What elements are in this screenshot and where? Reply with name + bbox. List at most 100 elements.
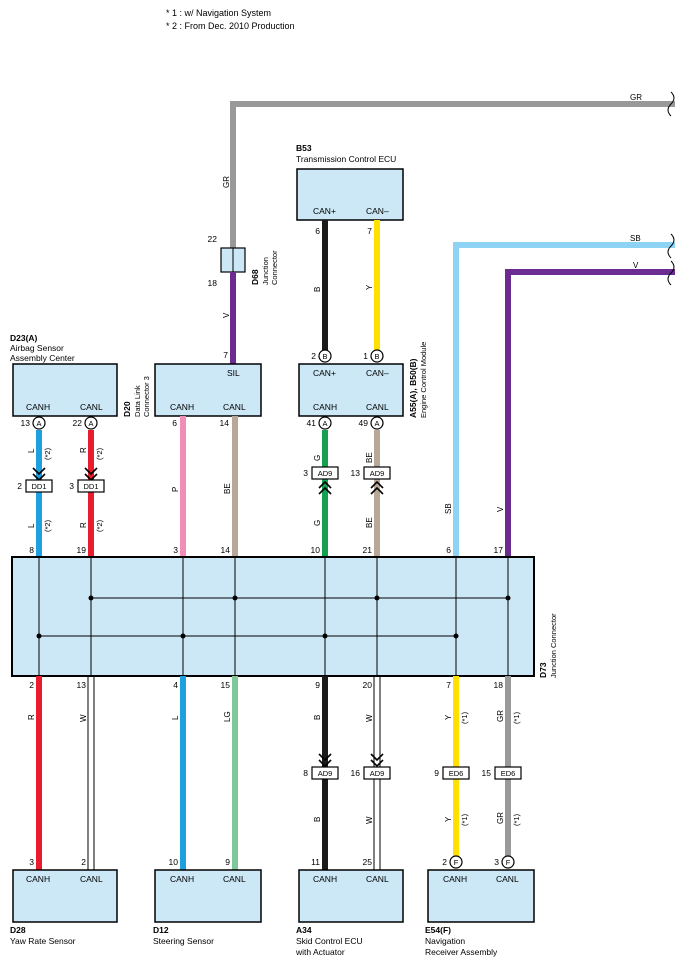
code-v-vert: V bbox=[496, 506, 505, 512]
code-g-up2: G bbox=[313, 520, 322, 526]
code-b-a34-2: B bbox=[313, 817, 322, 822]
svg-text:ED6: ED6 bbox=[501, 769, 516, 778]
pin-d23-13: 13 bbox=[21, 418, 31, 428]
d23-ecu-box bbox=[12, 363, 118, 417]
conn-a-group: A A A A bbox=[32, 416, 384, 430]
svg-text:AD9: AD9 bbox=[318, 469, 333, 478]
d20-name1: Data Link bbox=[133, 385, 142, 417]
d12-pin-canl: CANL bbox=[223, 874, 246, 884]
svg-text:AD9: AD9 bbox=[370, 469, 385, 478]
code-gr-e54-2: GR bbox=[496, 812, 505, 824]
d73-name: Junction Connector bbox=[549, 613, 558, 678]
pin-d73-21: 21 bbox=[363, 545, 373, 555]
pin-d73-18: 18 bbox=[494, 680, 504, 690]
svg-text:A: A bbox=[36, 419, 41, 428]
code-y-top: Y bbox=[365, 284, 374, 290]
code-sb-top: SB bbox=[630, 234, 641, 243]
pin-ed6-9: 9 bbox=[434, 768, 439, 778]
pin-d73-17: 17 bbox=[494, 545, 504, 555]
d28-pin-canh: CANH bbox=[26, 874, 50, 884]
cond-l-up1: (*2) bbox=[43, 447, 52, 460]
d68-code: D68 bbox=[250, 269, 260, 285]
b53-pin-canp: CAN+ bbox=[313, 206, 336, 216]
wire-v-right bbox=[505, 269, 675, 557]
a55-ecu-box bbox=[298, 363, 404, 417]
pin-e54-2: 2 bbox=[442, 857, 447, 867]
d20-pin-sil: SIL bbox=[227, 368, 240, 378]
d28-ecu-box bbox=[12, 869, 118, 923]
d28-name: Yaw Rate Sensor bbox=[10, 936, 76, 946]
d20-pin-canh: CANH bbox=[170, 402, 194, 412]
note-2: * 2 : From Dec. 2010 Production bbox=[166, 21, 295, 31]
pin-ad9-13: 13 bbox=[351, 468, 361, 478]
pin-e54-3: 3 bbox=[494, 857, 499, 867]
cond-r-up2: (*2) bbox=[95, 519, 104, 532]
pin-d73-13: 13 bbox=[77, 680, 87, 690]
d20-ecu-box bbox=[154, 363, 262, 417]
wire-gr-top bbox=[230, 101, 675, 248]
pin-a34-11: 11 bbox=[311, 857, 320, 867]
d73-bus bbox=[36, 557, 511, 676]
svg-text:A: A bbox=[322, 419, 327, 428]
pin-ad9-8: 8 bbox=[303, 768, 308, 778]
pin-d73-8: 8 bbox=[29, 545, 34, 555]
d68-name2: Connector bbox=[270, 250, 279, 285]
code-l-d12: L bbox=[171, 715, 180, 720]
code-be-up1: BE bbox=[365, 452, 374, 463]
conn-b-2 bbox=[370, 349, 384, 363]
svg-text:ED6: ED6 bbox=[449, 769, 464, 778]
code-b-top: B bbox=[313, 287, 322, 292]
d28-code: D28 bbox=[10, 925, 26, 935]
pin-d73-15: 15 bbox=[221, 680, 231, 690]
conn-dd1-group: DD1 DD1 bbox=[25, 467, 105, 493]
a34-code: A34 bbox=[296, 925, 312, 935]
code-r-up1: R bbox=[79, 447, 88, 453]
pin-d68-22: 22 bbox=[208, 234, 218, 244]
wire-break-gr bbox=[667, 91, 675, 117]
wire-break-sb bbox=[667, 233, 675, 259]
pin-a55-49: 49 bbox=[359, 418, 369, 428]
a55-pin-canm: CAN– bbox=[366, 368, 389, 378]
pin-d73-14: 14 bbox=[221, 545, 231, 555]
svg-text:F: F bbox=[454, 858, 459, 867]
code-v-sil: V bbox=[222, 312, 231, 318]
pin-d73-20: 20 bbox=[363, 680, 373, 690]
d12-pin-canh: CANH bbox=[170, 874, 194, 884]
e54-name1: Navigation bbox=[425, 936, 465, 946]
pin-d28-2: 2 bbox=[81, 857, 86, 867]
cond-l-up2: (*2) bbox=[43, 519, 52, 532]
code-y-e54-2: Y bbox=[444, 816, 453, 822]
a34-name2: with Actuator bbox=[295, 947, 345, 957]
d28-pin-canl: CANL bbox=[80, 874, 103, 884]
conn-b-1 bbox=[318, 349, 332, 363]
code-l-up2: L bbox=[27, 523, 36, 528]
pin-d73-4: 4 bbox=[173, 680, 178, 690]
pin-ed6-15: 15 bbox=[482, 768, 492, 778]
cond-r-up1: (*2) bbox=[95, 447, 104, 460]
e54-code: E54(F) bbox=[425, 925, 451, 935]
pin-b53-7: 7 bbox=[367, 226, 372, 236]
pin-d12-9: 9 bbox=[225, 857, 230, 867]
pin-a55-2: 2 bbox=[311, 351, 316, 361]
pin-d20-7: 7 bbox=[223, 350, 228, 360]
conn-f-group: F F bbox=[449, 855, 515, 869]
pin-d73-3: 3 bbox=[173, 545, 178, 555]
cond-gr-e54-1: (*1) bbox=[512, 711, 521, 724]
conn-ad9-upper: AD9 AD9 bbox=[311, 466, 391, 495]
pin-ad9-3: 3 bbox=[303, 468, 308, 478]
a55-code: A55(A), B50(B) bbox=[408, 358, 418, 418]
b53-name: Transmission Control ECU bbox=[296, 154, 396, 164]
pin-d73-6: 6 bbox=[446, 545, 451, 555]
code-w-a34-2: W bbox=[365, 816, 374, 824]
code-b-a34-1: B bbox=[313, 715, 322, 720]
code-g-up1: G bbox=[313, 455, 322, 461]
a34-pin-canh: CANH bbox=[313, 874, 337, 884]
pin-a55-1: 1 bbox=[363, 351, 368, 361]
cond-y-e54-1: (*1) bbox=[460, 711, 469, 724]
d23-name2: Assembly Center bbox=[10, 353, 75, 363]
code-l-up1: L bbox=[27, 448, 36, 453]
a55-pin-canh: CANH bbox=[313, 402, 337, 412]
d12-ecu-box bbox=[154, 869, 262, 923]
svg-text:AD9: AD9 bbox=[370, 769, 385, 778]
